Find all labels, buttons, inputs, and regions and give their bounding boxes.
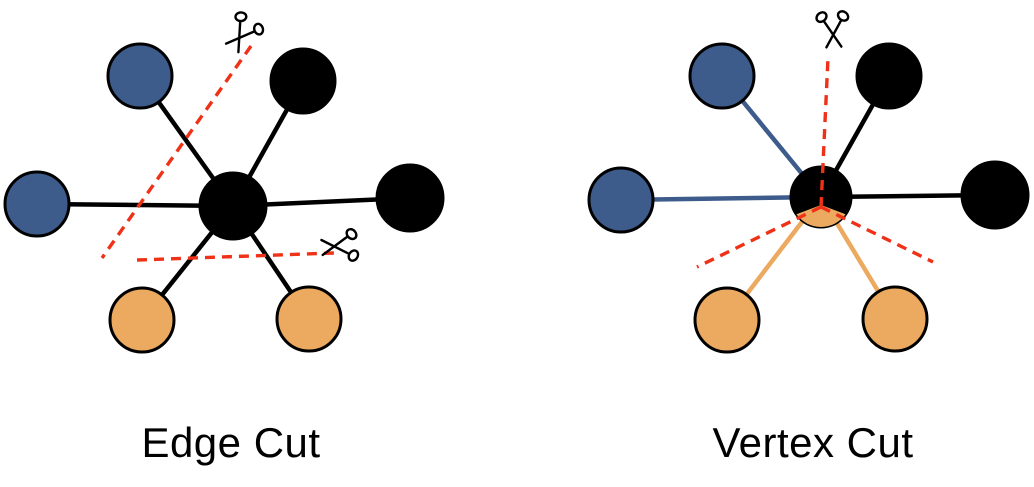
graph-node-black-right [960,160,1030,230]
scissors-icon [813,7,853,50]
graph-node-blue-top-left [688,42,756,110]
scissors-icon [319,225,362,267]
cut-line [819,57,830,208]
graph-node-blue-left [587,166,655,234]
cut-line [696,205,822,269]
graph-node-center [198,171,268,241]
graph-node-orange-bottom-right [861,285,929,353]
edge-cut-diagram [3,6,445,354]
vertex-cut-diagram [587,7,1030,354]
cut-line [820,205,934,264]
graph-node-black-top-right [855,42,923,110]
split-vertex-wedge [796,205,846,228]
graph-node-blue-left [3,170,71,238]
graph-node-black-right [375,163,445,233]
scissors-icon [216,6,270,60]
graph-node-black-top-right [269,47,337,115]
graph-node-orange-bottom-left [693,286,761,354]
graph-node-blue-top-left [106,42,174,110]
cut-line [100,45,253,259]
graph-node-orange-bottom-right [275,285,343,353]
graph-node-orange-bottom-left [108,286,176,354]
diagrams-layer [3,6,1030,354]
cut-line [136,251,335,262]
vertex-cut-label: Vertex Cut [712,419,913,466]
edge-cut-label: Edge Cut [141,419,320,466]
